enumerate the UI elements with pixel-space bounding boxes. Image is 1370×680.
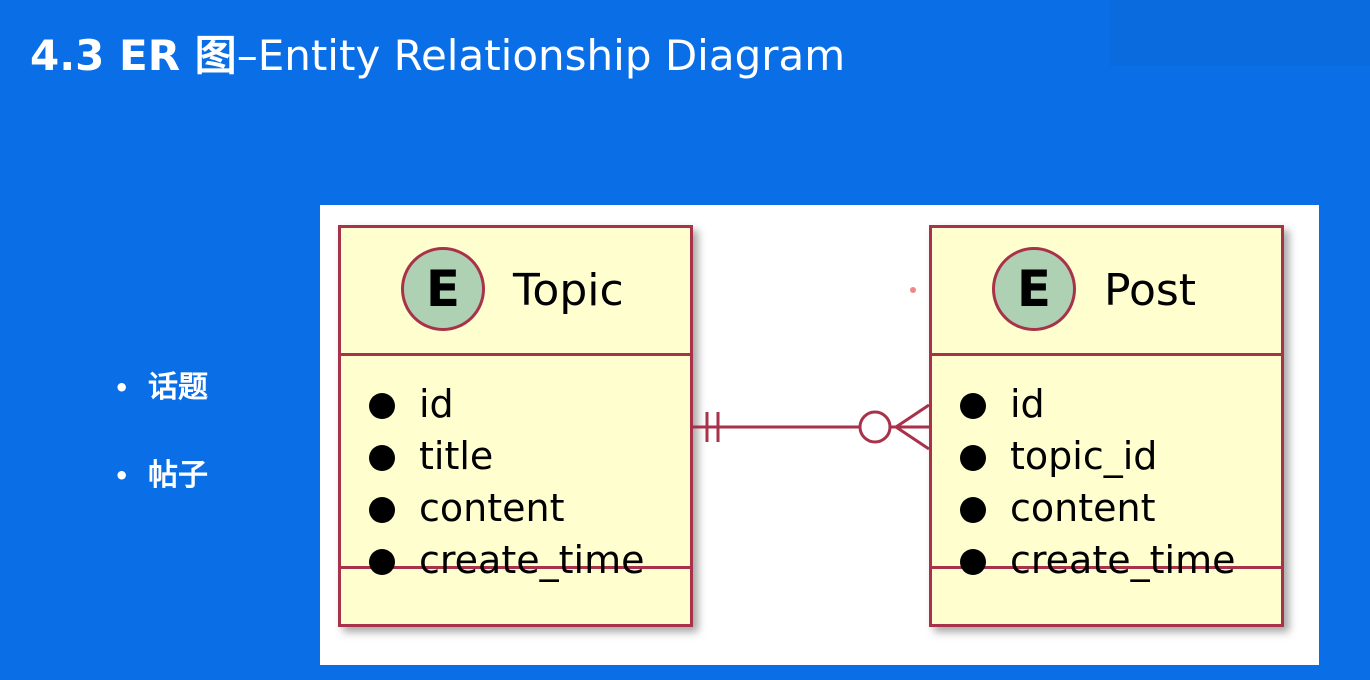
attribute-name: create_time	[1010, 538, 1236, 582]
crows-foot-line	[895, 425, 930, 451]
entity-badge-icon: E	[401, 247, 485, 331]
bullet-icon	[369, 497, 395, 523]
attribute-name: id	[419, 382, 454, 426]
bullet-icon	[369, 393, 395, 419]
relationship-connector	[693, 403, 930, 451]
entity-header: E Topic	[341, 228, 690, 356]
slide-title-number: 4.3 ER 图	[30, 31, 237, 80]
attribute-list: id title content create_time	[341, 356, 690, 582]
attribute-row: id	[369, 378, 690, 430]
attribute-row: title	[369, 430, 690, 482]
entity-header: E Post	[932, 228, 1281, 356]
slide-title-text: –Entity Relationship Diagram	[236, 31, 846, 80]
bullet-icon	[369, 445, 395, 471]
bullet-text: 话题	[148, 370, 208, 405]
attribute-name: id	[1010, 382, 1045, 426]
attribute-list: id topic_id content create_time	[932, 356, 1281, 582]
attribute-row: create_time	[369, 534, 690, 586]
bullet-icon	[960, 393, 986, 419]
corner-panel	[1110, 0, 1370, 66]
attribute-name: content	[1010, 486, 1156, 530]
bullet-item-topic: • 话题	[114, 362, 208, 450]
bullet-marker: •	[114, 374, 130, 402]
attribute-name: topic_id	[1010, 434, 1158, 478]
attribute-row: topic_id	[960, 430, 1281, 482]
entity-name: Topic	[513, 265, 624, 316]
bullet-marker: •	[114, 462, 130, 490]
crows-foot-line	[895, 403, 930, 429]
attribute-row: create_time	[960, 534, 1281, 586]
entity-name: Post	[1104, 265, 1197, 316]
attribute-row: id	[960, 378, 1281, 430]
bullet-icon	[960, 445, 986, 471]
bullet-icon	[960, 497, 986, 523]
attribute-name: content	[419, 486, 565, 530]
bullet-icon	[369, 549, 395, 575]
attribute-name: title	[419, 434, 494, 478]
attribute-name: create_time	[419, 538, 645, 582]
bullet-list: • 话题 • 帖子	[114, 362, 208, 538]
attribute-row: content	[369, 482, 690, 534]
bullet-icon	[960, 549, 986, 575]
bullet-item-post: • 帖子	[114, 450, 208, 538]
attribute-row: content	[960, 482, 1281, 534]
entity-topic: E Topic id title content create_time	[338, 225, 693, 627]
er-diagram: E Topic id title content create_time E P…	[320, 205, 1319, 665]
entity-post: E Post id topic_id content create_time	[929, 225, 1284, 627]
slide-title: 4.3 ER 图–Entity Relationship Diagram	[30, 28, 845, 84]
zero-optional-circle	[858, 410, 892, 444]
bullet-text: 帖子	[148, 458, 208, 493]
cursor-dot	[910, 287, 916, 293]
entity-badge-icon: E	[992, 247, 1076, 331]
